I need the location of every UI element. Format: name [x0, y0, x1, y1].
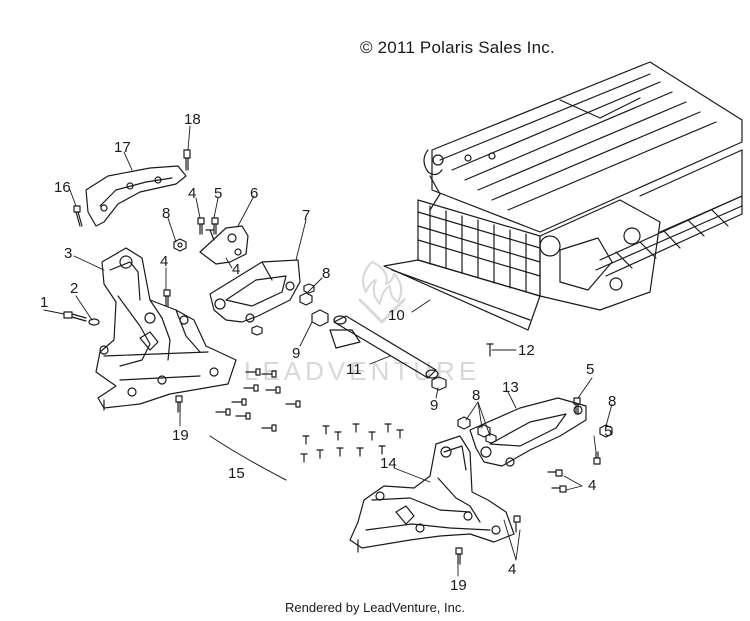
part-4-5-bolts-upper — [197, 217, 219, 235]
callout-4-left: 4 — [160, 253, 168, 270]
callout-5-right-bottom: 5 — [604, 423, 612, 440]
callout-18: 18 — [184, 111, 201, 128]
callout-13: 13 — [502, 379, 519, 396]
callout-4-right: 4 — [588, 477, 596, 494]
callout-15: 15 — [228, 465, 245, 482]
callout-8-upper: 8 — [162, 205, 170, 222]
callout-4-upper: 4 — [188, 185, 196, 202]
callout-9-lower: 9 — [430, 397, 438, 414]
part-19-bolt-left — [175, 395, 183, 413]
tunnel-assembly — [383, 61, 743, 331]
part-16-bolt — [73, 205, 83, 227]
footer-credit: Rendered by LeadVenture, Inc. — [285, 600, 465, 615]
callout-14: 14 — [380, 455, 397, 472]
part-6-bracket — [199, 225, 249, 265]
callout-6: 6 — [250, 185, 258, 202]
callout-9-upper: 9 — [292, 345, 300, 362]
callout-19-left: 19 — [172, 427, 189, 444]
watermark-text: LEADVENTURE — [244, 356, 480, 386]
part-17-mounting-bracket — [85, 165, 187, 227]
part-7-triangular-bracket — [209, 259, 301, 323]
part-8-nut-upper — [173, 238, 187, 252]
copyright-text: © 2011 Polaris Sales Inc. — [360, 38, 555, 57]
callout-3: 3 — [64, 245, 72, 262]
part-15-bolt-set — [209, 368, 404, 481]
callout-12: 12 — [518, 342, 535, 359]
callout-2: 2 — [70, 280, 78, 297]
part-4-bolt-left — [163, 289, 171, 307]
callout-5-upper: 5 — [214, 185, 222, 202]
part-3-left-chassis-casting — [95, 247, 237, 411]
part-12-pin — [486, 343, 494, 357]
part-1-bolt — [63, 311, 87, 322]
part-5-bolts-right — [573, 397, 601, 465]
callout-4-bottom: 4 — [508, 561, 516, 578]
part-13-right-bracket — [469, 397, 587, 467]
callout-8-mid: 8 — [322, 265, 330, 282]
callout-11: 11 — [346, 361, 362, 378]
part-19-bolt-right — [455, 547, 463, 565]
leadventure-watermark: LEADVENTURE — [244, 261, 480, 386]
leader-lines — [43, 125, 613, 577]
callout-7: 7 — [302, 207, 310, 224]
callout-8-right: 8 — [608, 393, 616, 410]
callout-10: 10 — [388, 307, 405, 324]
callout-17: 17 — [114, 139, 131, 156]
part-8-nuts-mid — [251, 283, 315, 336]
part-2-washer — [88, 318, 100, 326]
callout-4-mid: 4 — [232, 261, 240, 278]
callout-labels: 1 2 3 4 4 4 4 5 5 5 6 7 8 8 8 8 9 9 10 1… — [40, 111, 616, 594]
callout-16: 16 — [54, 179, 71, 196]
part-9-spacer-upper — [311, 309, 329, 327]
callout-5-right-top: 5 — [586, 361, 594, 378]
callout-1: 1 — [40, 294, 48, 311]
part-4-bolts-right — [513, 469, 567, 533]
part-9-spacer-lower — [431, 376, 447, 391]
part-18-bolt — [183, 149, 191, 171]
part-11-shaft — [329, 315, 439, 379]
callout-19-right: 19 — [450, 577, 467, 594]
part-14-right-chassis-casting — [349, 435, 515, 553]
callout-8-right-left: 8 — [472, 387, 480, 404]
